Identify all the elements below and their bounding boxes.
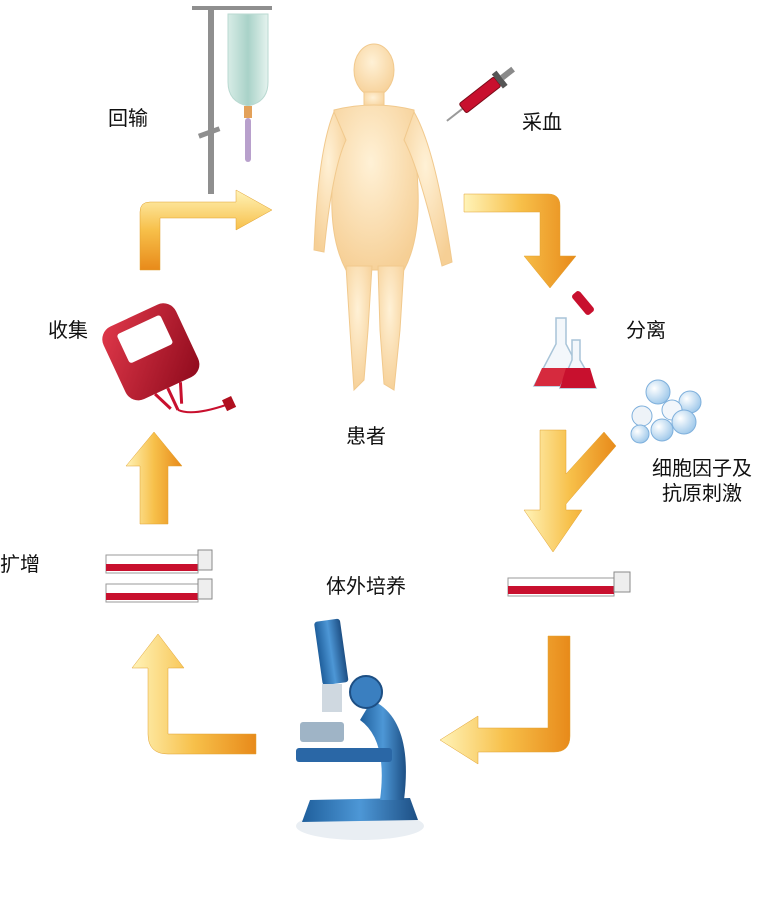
- label-separation: 分离: [626, 318, 666, 342]
- culture-tube-icon: [507, 571, 631, 597]
- flow-arrow-to-collection: [125, 431, 183, 525]
- flow-arrow-reinfusion: [139, 189, 273, 271]
- flow-arrow-to-expansion: [131, 633, 257, 755]
- iv-drip-icon: [192, 6, 272, 194]
- human-figure-icon: [313, 43, 453, 392]
- label-patient: 患者: [346, 424, 386, 448]
- label-blood-draw: 采血: [522, 110, 562, 134]
- label-reinfusion: 回输: [108, 106, 148, 130]
- label-stimulation-line2: 抗原刺激: [662, 481, 742, 505]
- label-in-vitro-culture: 体外培养: [326, 574, 406, 598]
- flow-arrow-to-stimulation: [523, 429, 617, 553]
- blood-bag-icon: [102, 303, 237, 414]
- flow-arrow-to-separation: [463, 193, 577, 289]
- microscope-icon: [296, 618, 424, 840]
- label-collection: 收集: [48, 318, 88, 342]
- label-stimulation-line1: 细胞因子及: [652, 456, 752, 480]
- label-stimulation: 细胞因子及 抗原刺激: [652, 456, 752, 506]
- flask-icon: [532, 291, 598, 389]
- flow-arrow-to-culture: [439, 635, 571, 765]
- syringe-icon: [446, 66, 515, 122]
- molecule-cluster-icon: [630, 379, 702, 444]
- label-expansion: 扩增: [0, 552, 40, 576]
- culture-tube-icon: [105, 549, 213, 603]
